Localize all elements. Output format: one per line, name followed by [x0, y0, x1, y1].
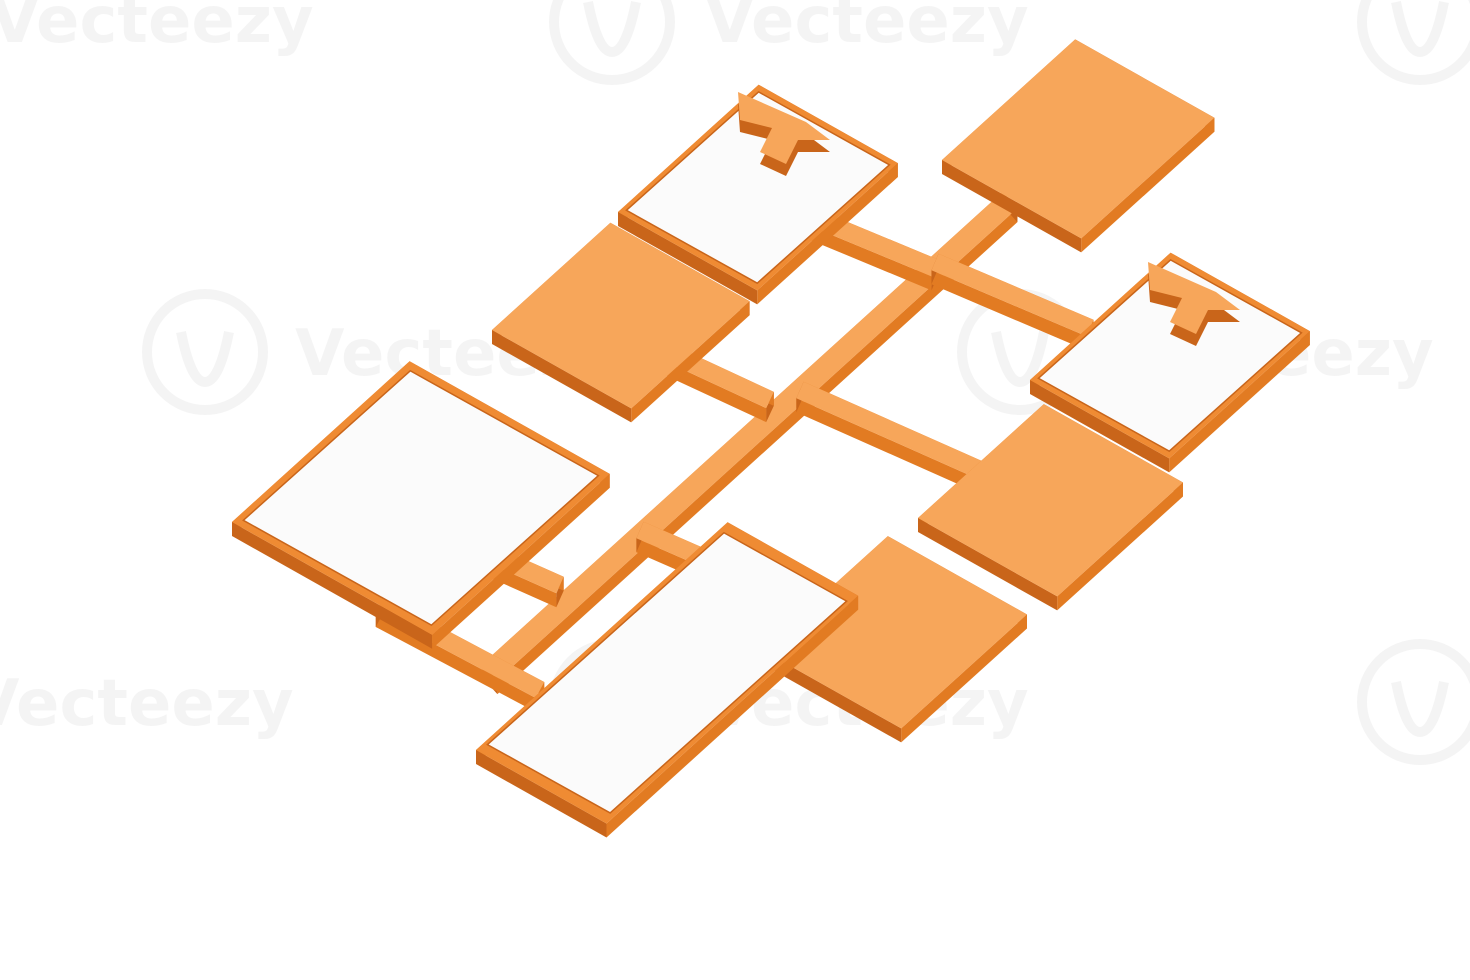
connector-branch-right-side — [931, 270, 1087, 351]
node-bottom-center-side — [901, 614, 1027, 743]
node-top-right-top — [942, 39, 1215, 239]
connector-branch-center-right-top — [796, 381, 984, 479]
node-big-left-side — [232, 522, 433, 649]
connector-branch-center-right — [796, 381, 984, 493]
node-top-left — [618, 84, 898, 305]
connector-spine — [482, 191, 1018, 695]
node-top-left-side — [618, 212, 758, 305]
connector-spine-side — [497, 208, 1018, 695]
watermark-text: Vecteezy — [0, 0, 314, 58]
connector-branch-center-right-side — [796, 398, 977, 493]
node-right-side — [1030, 380, 1170, 473]
node-top-left-side — [757, 163, 898, 305]
watermark-logo — [549, 0, 675, 85]
node-bottom-side — [606, 595, 859, 838]
node-center-right-top — [918, 404, 1183, 597]
connector-branch-right-top — [931, 253, 1094, 337]
node-big-left-side — [432, 473, 610, 649]
node-mid-left-side — [631, 301, 750, 423]
node-mid-left — [492, 222, 750, 423]
watermark-logo — [142, 289, 268, 415]
node-layer — [232, 39, 1310, 838]
connector-spine-top — [482, 191, 1018, 681]
node-bottom-center-top — [762, 536, 1027, 729]
watermark-logo — [1357, 639, 1470, 765]
arrow-up-icon-body — [738, 92, 830, 164]
node-top-right-side — [942, 160, 1082, 253]
watermark-logo — [1357, 0, 1470, 85]
arrow-layer — [738, 92, 1240, 346]
watermark-text: Vecteezy — [0, 667, 294, 741]
arrow-up-icon-body — [1148, 262, 1240, 334]
node-big-left — [232, 361, 610, 649]
watermark-text: Vecteezy — [705, 0, 1029, 58]
node-bottom-center-side — [762, 650, 902, 743]
node-mid-left-top — [492, 222, 750, 409]
connector-branch-right — [931, 253, 1094, 351]
node-bottom — [476, 522, 859, 838]
arrow-up-icon — [738, 92, 830, 176]
node-right-side — [1169, 331, 1310, 473]
node-mid-left-side — [492, 330, 632, 423]
node-big-left-panel — [242, 369, 600, 627]
node-top-right-side — [1081, 117, 1215, 253]
node-center-right-side — [1057, 482, 1183, 611]
node-top-right — [942, 39, 1215, 253]
arrow-up-icon — [1148, 262, 1240, 346]
node-center-right-side — [918, 518, 1058, 611]
node-center-right — [918, 404, 1183, 611]
node-bottom-panel — [486, 531, 848, 814]
node-bottom-side — [476, 750, 607, 838]
